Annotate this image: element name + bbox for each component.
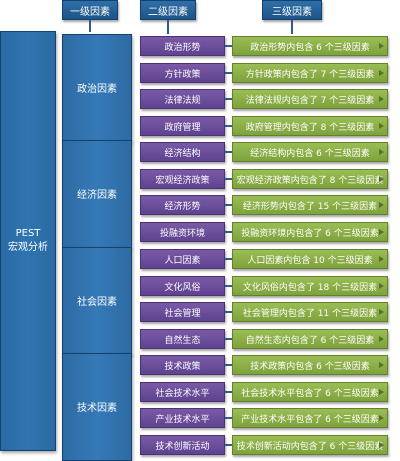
level2-node: 投融资环境 (140, 222, 225, 242)
row-connector (225, 151, 232, 153)
level2-node: 政治形势 (140, 36, 225, 56)
level3-node: 人口因素内包含 10 个三级因素 (232, 249, 388, 269)
level2-node: 经济结构 (140, 142, 225, 162)
row-connector (225, 231, 232, 233)
row-connector (225, 204, 232, 206)
row-connector (225, 417, 232, 419)
level3-node: 法律法规内包含了 7 个三级因素 (232, 89, 388, 109)
level2-node: 文化风俗 (140, 276, 225, 296)
row-connector (225, 391, 232, 393)
level3-node: 技术政策内包含 6 个三级因素 (232, 355, 388, 375)
level1-node: 经济因素 (62, 140, 132, 248)
level3-node: 社会管理内包含了 11 个三级因素 (232, 302, 388, 322)
row-connector (225, 125, 232, 127)
arrow-right-icon (379, 442, 384, 448)
row-connector (225, 364, 232, 366)
level3-node: 技术创新活动内包含了 6 个三级因素 (232, 435, 388, 455)
level3-node: 自然生态内包含了 6 个三级因素 (232, 329, 388, 349)
row-connector (225, 98, 232, 100)
level3-node: 产业技术水平包含了 6 个三级因素 (232, 408, 388, 428)
column-header: 三级因素 (262, 0, 322, 20)
arrow-right-icon (379, 202, 384, 208)
level3-node: 经济结构内包含 6 个三级因素 (232, 142, 388, 162)
level2-node: 技术创新活动 (140, 435, 225, 455)
level2-node: 宏观经济政策 (140, 169, 225, 189)
arrow-right-icon (379, 123, 384, 129)
root-title: PEST (15, 228, 41, 239)
level3-node: 经济形势内包含了 15 个三级因素 (232, 195, 388, 215)
level2-node: 社会技术水平 (140, 382, 225, 402)
level3-node: 宏观经济政策内包含了 8 个三级因素 (232, 169, 388, 189)
column-header: 一级因素 (62, 0, 118, 20)
arrow-right-icon (379, 229, 384, 235)
level2-node: 法律法规 (140, 89, 225, 109)
level2-node: 方针政策 (140, 63, 225, 83)
root-subtitle: 宏观分析 (8, 242, 48, 253)
arrow-right-icon (379, 389, 384, 395)
header-connector (89, 20, 91, 32)
row-connector (225, 285, 232, 287)
header-connector (291, 20, 293, 34)
level2-node: 政府管理 (140, 116, 225, 136)
level3-node: 文化风俗内包含了 18 个三级因素 (232, 276, 388, 296)
level2-node: 经济形势 (140, 195, 225, 215)
level3-node: 政治形势内包含 6 个三级因素 (232, 36, 388, 56)
arrow-right-icon (379, 283, 384, 289)
row-connector (225, 72, 232, 74)
row-connector (225, 311, 232, 313)
row-connector (225, 444, 232, 446)
arrow-right-icon (379, 336, 384, 342)
level3-node: 社会技术水平包含了 6 个三级因素 (232, 382, 388, 402)
arrow-right-icon (379, 309, 384, 315)
arrow-right-icon (379, 96, 384, 102)
arrow-right-icon (379, 256, 384, 262)
level2-node: 社会管理 (140, 302, 225, 322)
level2-node: 人口因素 (140, 249, 225, 269)
level3-node: 政府管理内包含了 8 个三级因素 (232, 116, 388, 136)
level3-node: 投融资环境内包含了 6 个三级因素 (232, 222, 388, 242)
arrow-right-icon (379, 43, 384, 49)
level1-node: 政治因素 (62, 34, 132, 142)
row-connector (225, 258, 232, 260)
arrow-right-icon (379, 70, 384, 76)
level3-node: 方针政策内包含了 7 个三级因素 (232, 63, 388, 83)
column-header: 二级因素 (140, 0, 196, 20)
arrow-right-icon (379, 176, 384, 182)
level1-node: 社会因素 (62, 247, 132, 355)
row-connector (225, 45, 232, 47)
arrow-right-icon (379, 362, 384, 368)
row-connector (225, 338, 232, 340)
arrow-right-icon (379, 415, 384, 421)
root-node: PEST 宏观分析 (0, 31, 56, 451)
level2-node: 技术政策 (140, 355, 225, 375)
level2-node: 产业技术水平 (140, 408, 225, 428)
level2-node: 自然生态 (140, 329, 225, 349)
arrow-right-icon (379, 149, 384, 155)
row-connector (225, 178, 232, 180)
header-connector (167, 20, 169, 34)
level1-node: 技术因素 (62, 353, 132, 461)
